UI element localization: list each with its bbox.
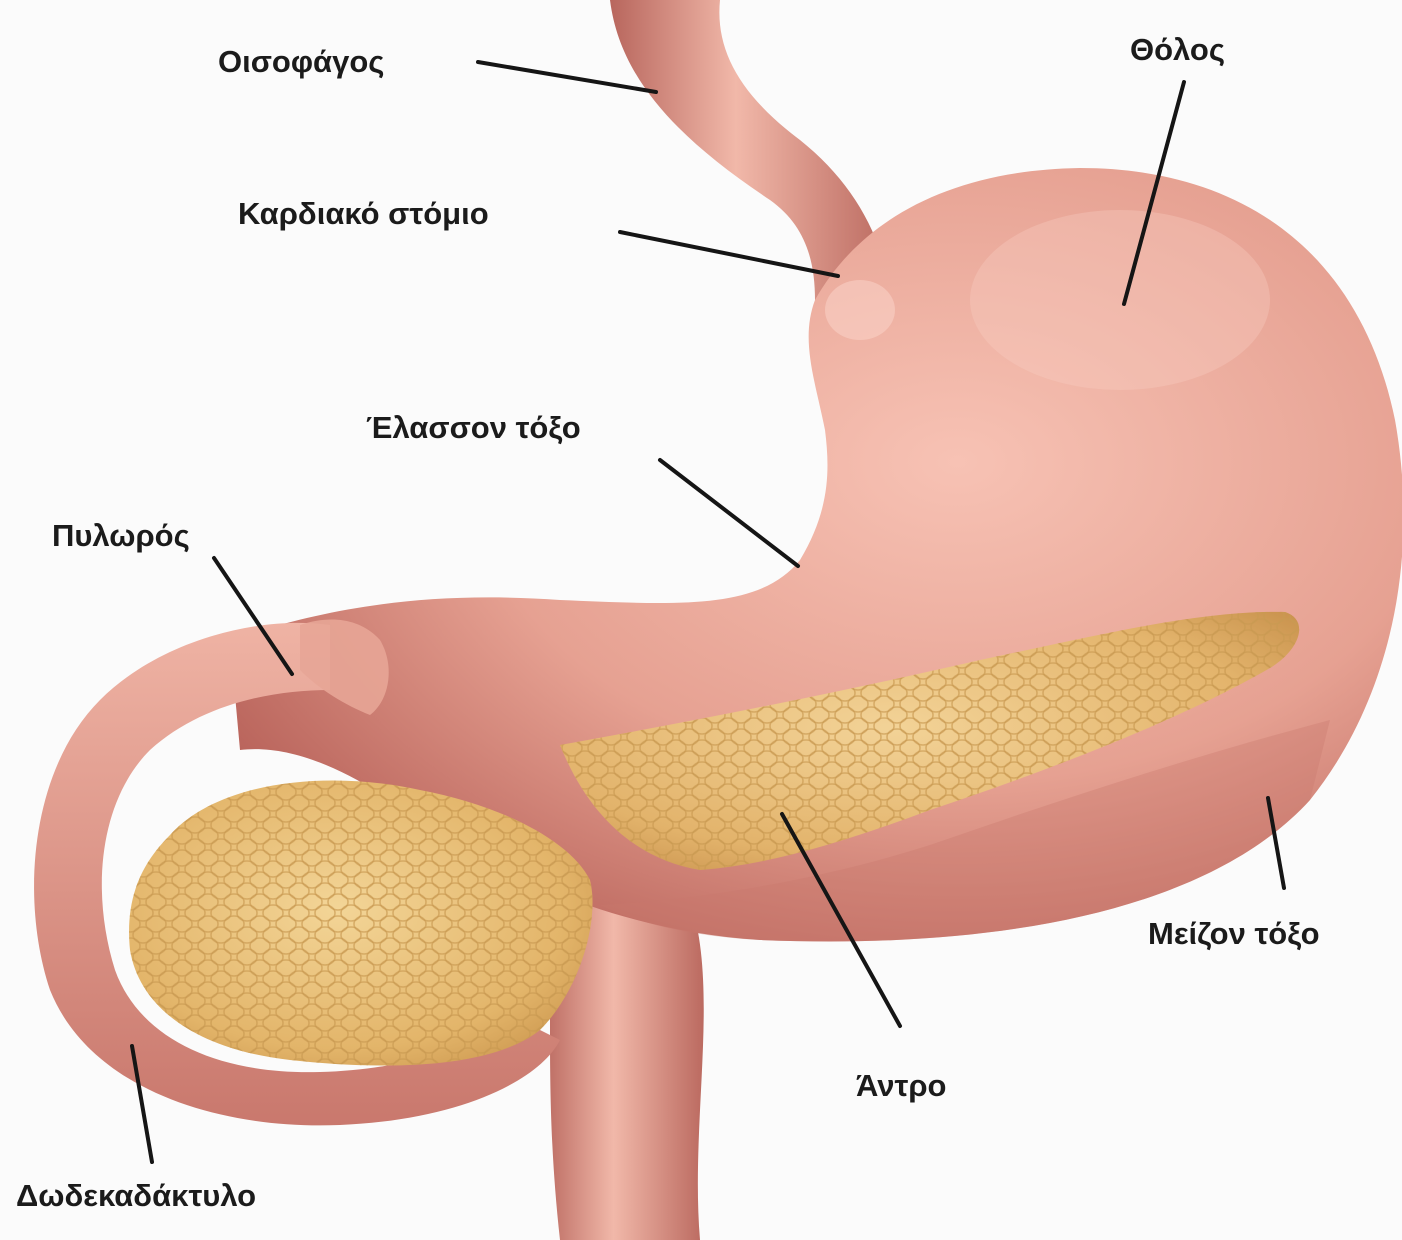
label-antrum: Άντρο [856, 1070, 946, 1101]
label-greater-curvature: Μείζον τόξο [1148, 918, 1320, 949]
oesophagus-tube [610, 0, 890, 300]
label-oesophagus: Οισοφάγος [218, 46, 384, 77]
label-duodenum: Δωδεκαδάκτυλο [16, 1180, 256, 1211]
leader-oesophagus [478, 62, 656, 92]
label-lesser-curvature: Έλασσον τόξο [366, 412, 581, 443]
leader-lesser-curvature [660, 460, 798, 566]
label-pylorus: Πυλωρός [52, 520, 190, 551]
label-fundus: Θόλος [1130, 34, 1225, 65]
label-cardia: Καρδιακό στόμιο [238, 198, 489, 229]
